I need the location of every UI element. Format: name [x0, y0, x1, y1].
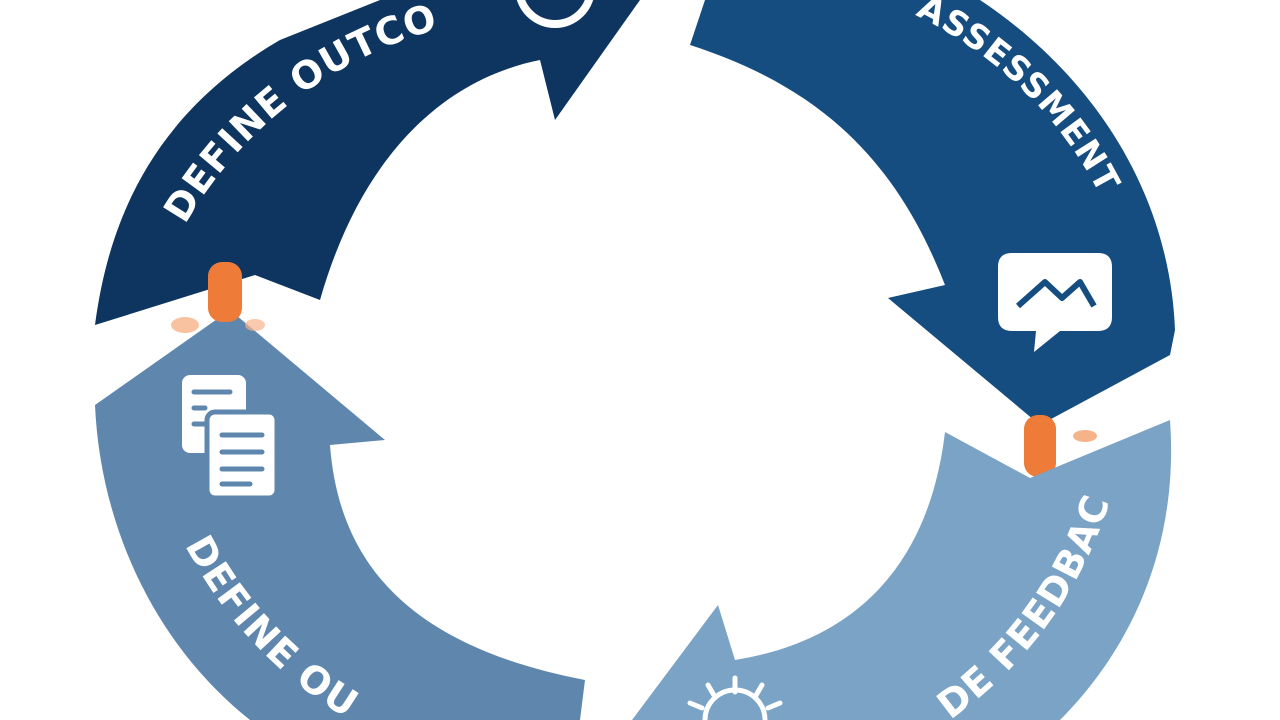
connector-right — [1024, 415, 1056, 477]
arrow-shape — [632, 420, 1172, 720]
documents-icon — [182, 375, 280, 501]
cycle-segment-define-outcomes-top: DEFINE OUTCO — [95, 0, 640, 325]
arrow-shape — [95, 310, 585, 720]
arrow-shape — [690, 0, 1175, 425]
connector-left — [208, 262, 242, 322]
cycle-segment-assessment: ASSESSMENT — [690, 0, 1175, 425]
circle-icon — [516, 0, 594, 28]
arrow-shape — [95, 0, 640, 325]
lightbulb-icon — [687, 675, 783, 720]
connector-splash — [1073, 430, 1097, 442]
connector-splash — [245, 319, 265, 331]
connector-splash — [171, 317, 199, 333]
message-icon — [998, 253, 1112, 352]
